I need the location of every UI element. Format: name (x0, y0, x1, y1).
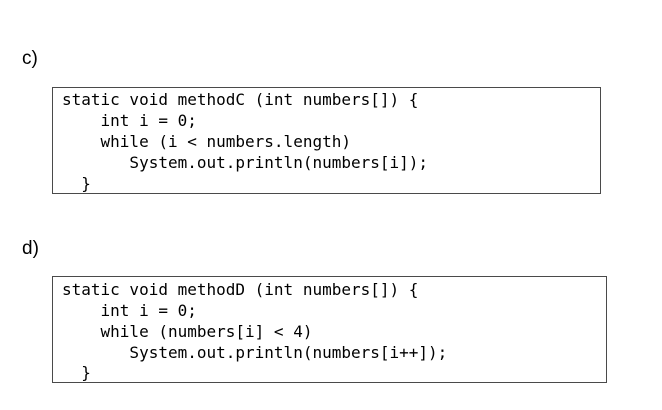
code-block-method-c: static void methodC (int numbers[]) { in… (52, 87, 601, 194)
code-line: System.out.println(numbers[i++]); (62, 343, 448, 362)
code-block-method-d: static void methodD (int numbers[]) { in… (52, 276, 607, 383)
code-line: } (62, 363, 91, 382)
code-line: } (62, 174, 91, 193)
code-line: static void methodD (int numbers[]) { (62, 280, 419, 299)
code-line: System.out.println(numbers[i]); (62, 153, 429, 172)
part-c-label: c) (22, 48, 38, 69)
code-line: while (i < numbers.length) (62, 132, 351, 151)
part-d-label: d) (22, 238, 39, 259)
code-line: while (numbers[i] < 4) (62, 322, 313, 341)
code-line: int i = 0; (62, 301, 197, 320)
code-line: static void methodC (int numbers[]) { (62, 90, 419, 109)
code-line: int i = 0; (62, 111, 197, 130)
